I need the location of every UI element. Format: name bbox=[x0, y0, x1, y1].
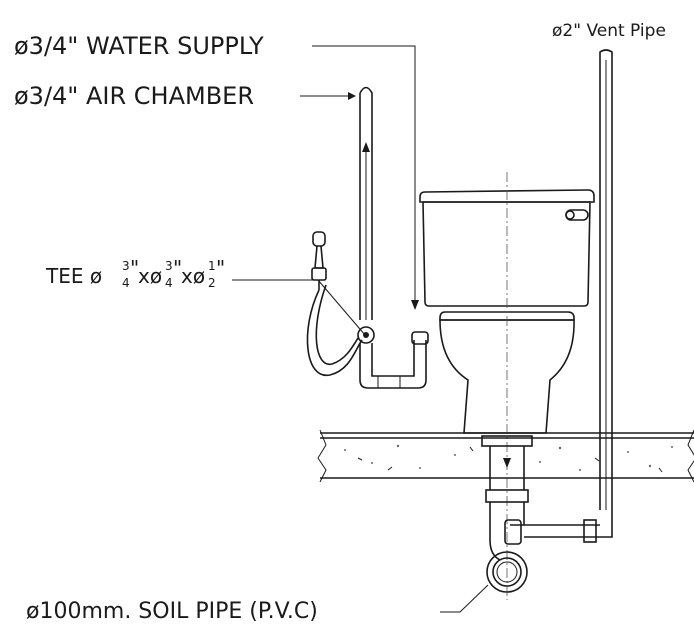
tee-frac3-den: 2 bbox=[208, 276, 216, 290]
label-air-chamber: ø3/4" AIR CHAMBER bbox=[14, 82, 254, 110]
flush-lever-icon bbox=[565, 209, 589, 221]
vent-pipe bbox=[599, 49, 613, 525]
tee-inch1: " bbox=[130, 256, 139, 280]
arrowhead-water-supply bbox=[411, 300, 419, 310]
tee-frac1-den: 4 bbox=[122, 276, 130, 290]
supply-u-pipe bbox=[359, 331, 429, 389]
tee-inch3: " bbox=[216, 256, 225, 280]
tee-fitting bbox=[357, 326, 375, 344]
leader-water-supply bbox=[312, 45, 416, 305]
soil-pipe-section bbox=[486, 551, 528, 593]
tee-x2: xø bbox=[181, 264, 205, 288]
tee-frac3-num: 1 bbox=[208, 259, 216, 273]
tee-frac2-num: 3 bbox=[165, 259, 173, 273]
bidet-spray bbox=[306, 231, 363, 376]
label-water-supply: ø3/4" WATER SUPPLY bbox=[14, 32, 264, 60]
soil-pipe bbox=[481, 435, 613, 593]
tee-frac2-den: 4 bbox=[165, 276, 173, 290]
tee-prefix: TEE ø bbox=[45, 264, 102, 288]
label-vent-pipe: ø2" Vent Pipe bbox=[552, 21, 666, 41]
leader-soil-pipe bbox=[440, 584, 489, 613]
floor-slab bbox=[317, 429, 694, 483]
label-soil-pipe: ø100mm. SOIL PIPE (P.V.C) bbox=[26, 599, 318, 624]
tee-frac1-num: 3 bbox=[122, 259, 130, 273]
concrete-hatch bbox=[344, 444, 673, 473]
tee-x1: xø bbox=[138, 264, 162, 288]
label-tee: TEE ø 3 4 " xø 3 4 " xø 1 2 " bbox=[45, 256, 225, 290]
arrowhead-air-chamber bbox=[348, 92, 356, 100]
leader-tee-diagonal bbox=[317, 279, 366, 336]
tee-inch2: " bbox=[173, 256, 182, 280]
air-chamber-pipe bbox=[359, 86, 373, 320]
